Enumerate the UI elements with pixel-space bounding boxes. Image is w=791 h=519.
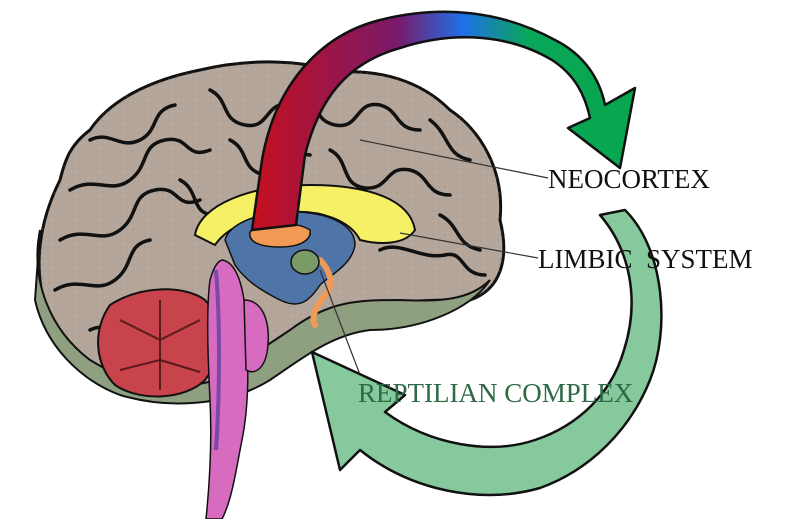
brainstem [206, 260, 248, 519]
amygdala [291, 250, 319, 274]
label-limbic-system: LIMBIC SYSTEM [538, 244, 753, 274]
label-reptilian-complex: REPTILIAN COMPLEX [358, 378, 634, 408]
label-neocortex: NEOCORTEX [548, 164, 710, 194]
cerebellum [98, 289, 220, 396]
